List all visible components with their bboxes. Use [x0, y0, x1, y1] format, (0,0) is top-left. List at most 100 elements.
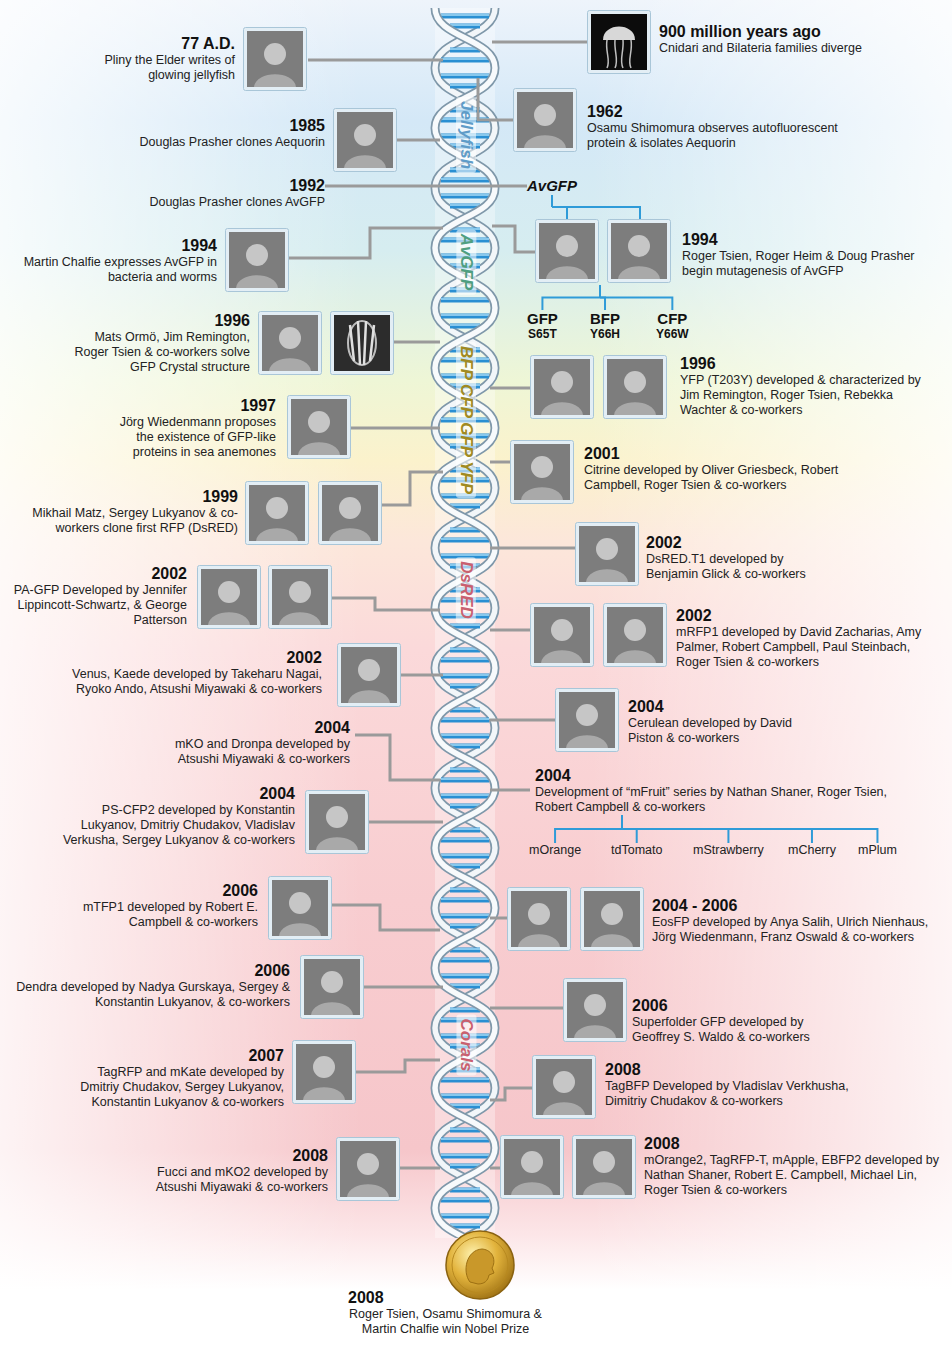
year-heading: 2004 [535, 766, 915, 785]
portrait-photo [531, 356, 594, 419]
leader-line [400, 1167, 440, 1170]
portrait-photo [576, 523, 639, 586]
leader-line [490, 917, 507, 920]
leader-line [492, 41, 587, 44]
medal-disc [446, 1231, 514, 1299]
variant-name: mOrange [529, 843, 581, 858]
leader-line [369, 821, 443, 824]
timeline-entry: 1994Roger Tsien, Roger Heim & Doug Prash… [535, 219, 940, 285]
leader-line [490, 461, 510, 464]
year-heading: 2008 [338, 1288, 553, 1307]
variant-node: tdTomato [611, 843, 662, 858]
entry-text: Roger Tsien, Roger Heim & Doug Prasher b… [682, 249, 940, 279]
entry-text: Citrine developed by Oliver Griesbeck, R… [584, 463, 859, 493]
leader-line [351, 427, 440, 430]
year-heading: 2004 [628, 697, 808, 716]
leader-line [332, 905, 440, 930]
entry-text: Cnidari and Bilateria families diverge [659, 41, 869, 56]
variant-node: mCherry [788, 843, 836, 858]
leader-line [490, 387, 530, 390]
variant-node: CFPY66W [656, 310, 689, 341]
year-heading: 1999 [3, 487, 238, 506]
leader-line [288, 228, 443, 258]
portrait-photo [581, 888, 644, 951]
variant-node: mStrawberry [693, 843, 764, 858]
variant-name: mCherry [788, 843, 836, 858]
mutation-label: Y66H [590, 327, 620, 341]
entry-text: YFP (T203Y) developed & characterized by… [680, 373, 938, 418]
year-heading: 2006 [632, 996, 842, 1015]
portrait-photo [269, 877, 332, 940]
portrait-photo [608, 220, 671, 283]
leader-line [394, 341, 440, 344]
entry-text: EosFP developed by Anya Salih, Ulrich Ni… [652, 915, 942, 945]
leader-line [356, 1060, 440, 1072]
year-heading: 1996 [680, 354, 938, 373]
helix-watermark: Jellyfish [456, 97, 476, 173]
portrait-photo [556, 689, 619, 752]
entry-text: Jörg Wiedenmann proposes the existence o… [104, 415, 276, 460]
entry-text: Development of “mFruit” series by Nathan… [535, 785, 915, 815]
portrait-photo [531, 604, 594, 667]
portrait-photo [514, 89, 577, 152]
timeline-entry: 2008TagBFP Developed by Vladislav Verkhu… [605, 1060, 863, 1109]
entry-text: Pliny the Elder writes of glowing jellyf… [103, 53, 235, 83]
leader-line [490, 1088, 532, 1100]
entry-text: Roger Tsien, Osamu Shimomura & Martin Ch… [338, 1307, 553, 1337]
year-heading: 2008 [644, 1134, 944, 1153]
timeline-entry: 2002mRFP1 developed by David Zacharias, … [676, 606, 941, 670]
portrait-photo [337, 1138, 400, 1201]
variant-name: CFP [656, 310, 689, 327]
entry-text: mOrange2, TagRFP-T, mApple, EBFP2 develo… [644, 1153, 944, 1198]
variant-name: mPlum [858, 843, 897, 858]
portrait-photo [246, 482, 309, 545]
entry-text: Douglas Prasher clones Aequorin [105, 135, 325, 150]
branch-connector [600, 285, 672, 310]
leader-line [490, 1007, 563, 1010]
entry-text: Venus, Kaede developed by Takeharu Nagai… [40, 667, 322, 697]
leader-line [490, 629, 530, 632]
helix-watermark: Corals [456, 1015, 476, 1076]
entry-text: Osamu Shimomura observes autofluorescent… [587, 121, 872, 151]
portrait-photo [511, 441, 574, 504]
portrait-photo [288, 396, 351, 459]
timeline-entry: 1997Jörg Wiedenmann proposes the existen… [104, 396, 276, 460]
entry-text: Superfolder GFP developed by Geoffrey S.… [632, 1015, 842, 1045]
leader-line [490, 719, 555, 722]
leader-line [490, 1167, 500, 1170]
portrait-photo [338, 644, 401, 707]
entry-text: DsRED.T1 developed by Benjamin Glick & c… [646, 552, 836, 582]
helix-watermark: DsRED [456, 557, 476, 623]
portrait-photo [573, 1136, 636, 1199]
portrait-photo [301, 956, 364, 1019]
portrait-photo [334, 109, 397, 172]
variant-node: mPlum [858, 843, 897, 858]
timeline-entry: 1996YFP (T203Y) developed & characterize… [680, 354, 938, 418]
year-heading: 2006 [8, 961, 290, 980]
timeline-entry: 900 million years agoCnidari and Bilater… [659, 22, 869, 56]
timeline-entry: 77 A.D.Pliny the Elder writes of glowing… [103, 34, 235, 83]
portrait-photo [259, 312, 322, 375]
leader-line [364, 986, 443, 989]
branch-connector [552, 195, 640, 219]
entry-text: Mats Ormö, Jim Remington, Roger Tsien & … [70, 330, 250, 375]
portrait-photo [501, 1136, 564, 1199]
variant-node: BFPY66H [590, 310, 620, 341]
year-heading: 2004 [160, 718, 350, 737]
variant-name: BFP [590, 310, 620, 327]
portrait-photo [198, 566, 261, 629]
timeline-entry: 2004Cerulean developed by David Piston &… [628, 697, 808, 746]
year-heading: 2002 [646, 533, 836, 552]
year-heading: 2008 [605, 1060, 863, 1079]
year-heading: 2001 [584, 444, 859, 463]
leader-line [401, 674, 443, 677]
portrait-photo [269, 566, 332, 629]
year-heading: 2004 [45, 784, 295, 803]
entry-text: Mikhail Matz, Sergey Lukyanov & co-worke… [3, 506, 238, 536]
nobel-medal [446, 1231, 514, 1299]
year-heading: 1962 [587, 102, 872, 121]
portrait-photo [226, 229, 289, 292]
year-heading: 2002 [676, 606, 941, 625]
year-heading: 1994 [12, 236, 217, 255]
leader-line [308, 59, 443, 62]
